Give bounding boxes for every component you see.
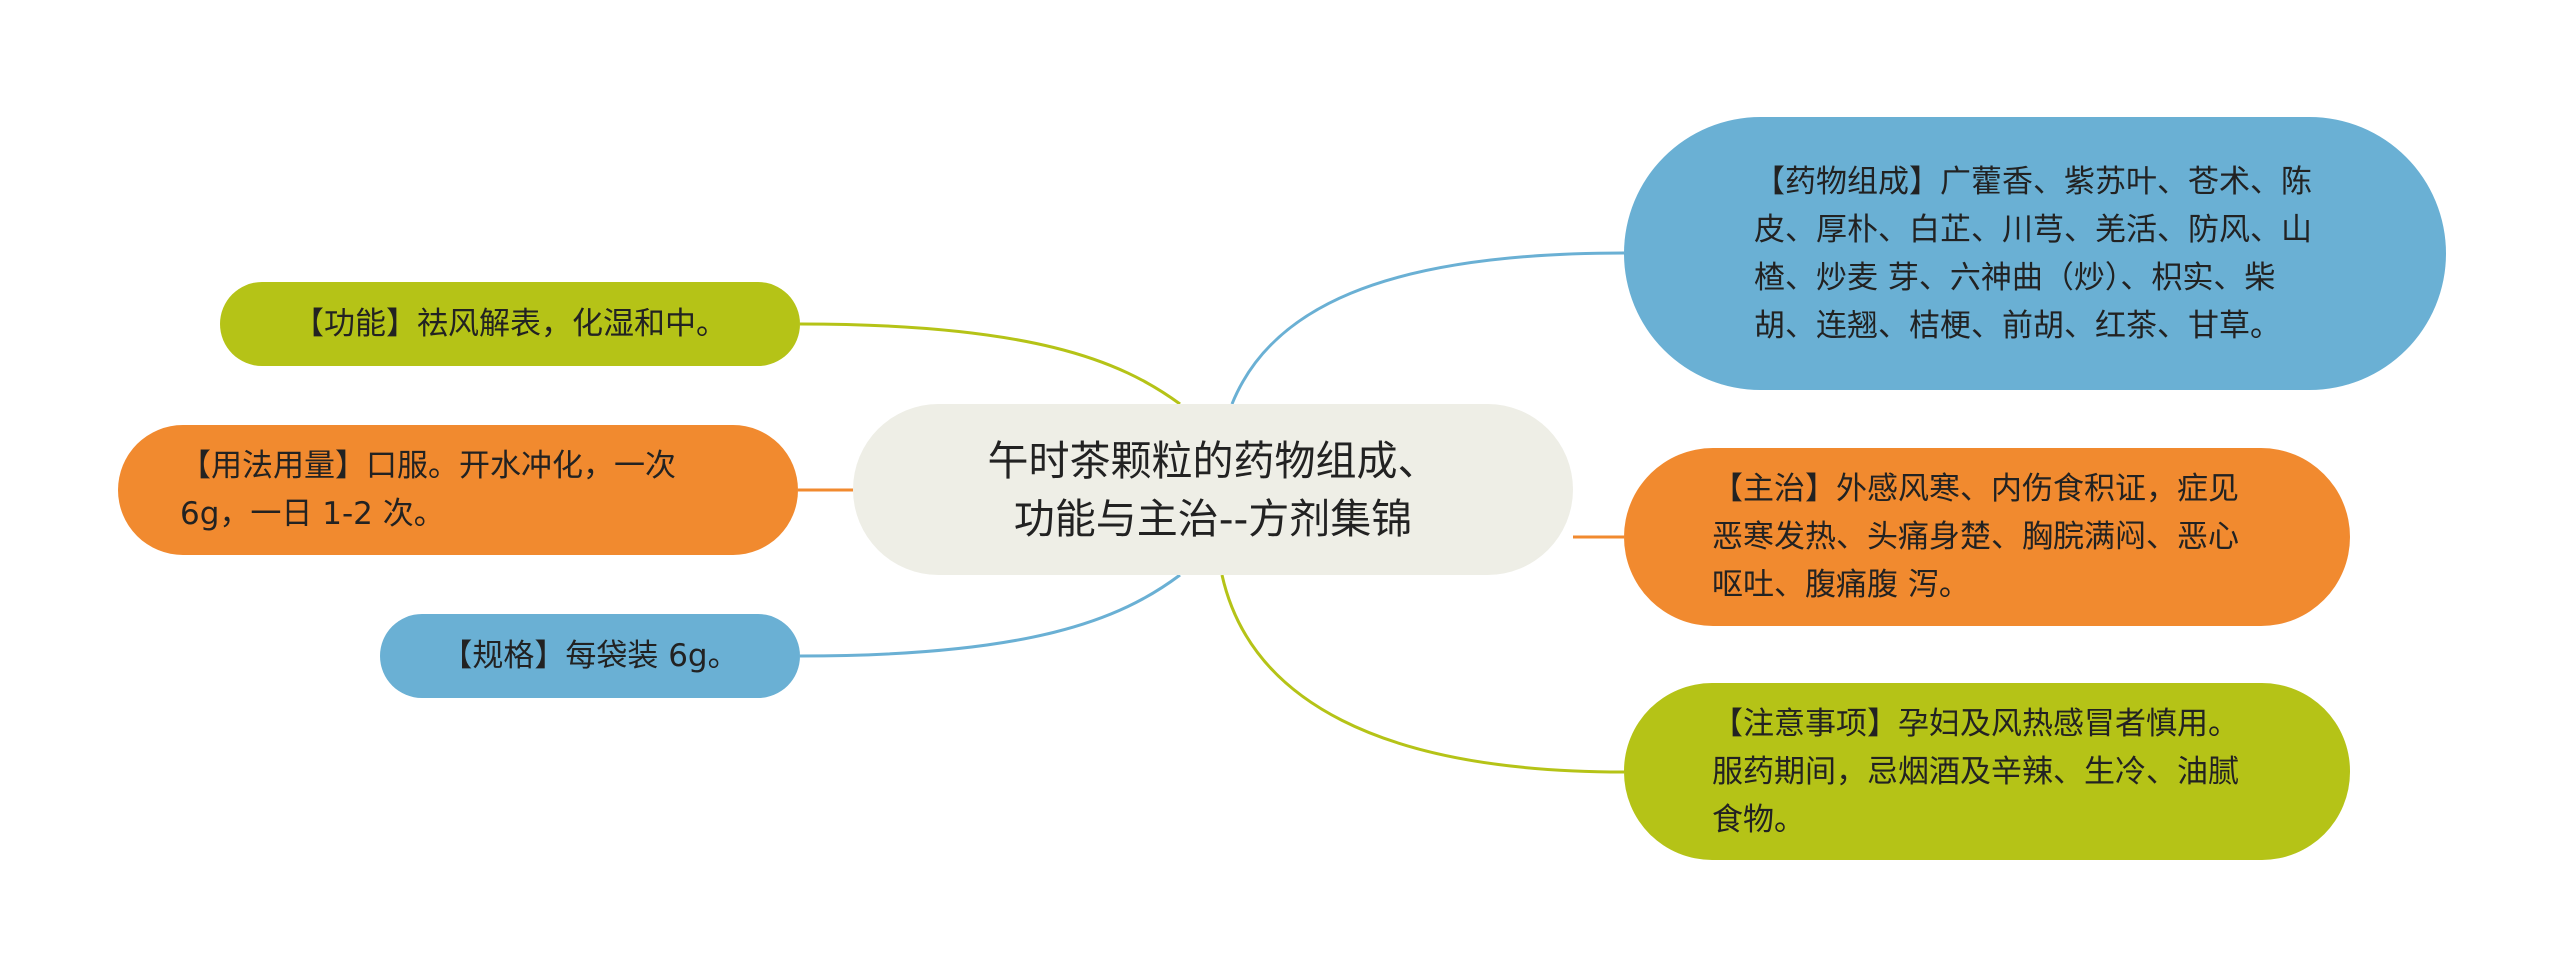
topic-function: 【功能】祛风解表，化湿和中。	[220, 282, 800, 366]
topic-usage: 【用法用量】口服。开水冲化，一次 6g，一日 1-2 次。	[118, 425, 798, 555]
link-spec	[799, 573, 1181, 658]
central-topic: 午时茶颗粒的药物组成、 功能与主治--方剂集锦	[853, 404, 1573, 575]
topic-usage-text: 【用法用量】口服。开水冲化，一次 6g，一日 1-2 次。	[180, 448, 676, 532]
topic-indication-text: 【主治】外感风寒、内伤食积证，症见恶寒发热、头痛身楚、胸脘满闷、恶心呕吐、腹痛腹…	[1712, 471, 2239, 603]
topic-notes-text: 【注意事项】孕妇及风热感冒者慎用。服药期间，忌烟酒及辛辣、生冷、油腻食物。	[1712, 705, 2239, 838]
topic-notes: 【注意事项】孕妇及风热感冒者慎用。服药期间，忌烟酒及辛辣、生冷、油腻食物。	[1624, 683, 2350, 860]
link-notes	[1220, 574, 1625, 774]
topic-composition: 【药物组成】广藿香、紫苏叶、苍术、陈皮、厚朴、白芷、川芎、羌活、防风、山楂、炒麦…	[1624, 117, 2446, 390]
topic-function-text: 【功能】祛风解表，化湿和中。	[293, 306, 727, 342]
link-composition	[1230, 251, 1625, 405]
topic-composition-text: 【药物组成】广藿香、紫苏叶、苍术、陈皮、厚朴、白芷、川芎、羌活、防风、山楂、炒麦…	[1754, 163, 2312, 344]
topic-indication: 【主治】外感风寒、内伤食积证，症见恶寒发热、头痛身楚、胸脘满闷、恶心呕吐、腹痛腹…	[1624, 448, 2350, 626]
topic-spec: 【规格】每袋装 6g。	[380, 614, 800, 698]
topic-spec-text: 【规格】每袋装 6g。	[441, 638, 739, 674]
central-topic-text: 午时茶颗粒的药物组成、 功能与主治--方剂集锦	[987, 436, 1439, 543]
link-function	[799, 322, 1181, 406]
